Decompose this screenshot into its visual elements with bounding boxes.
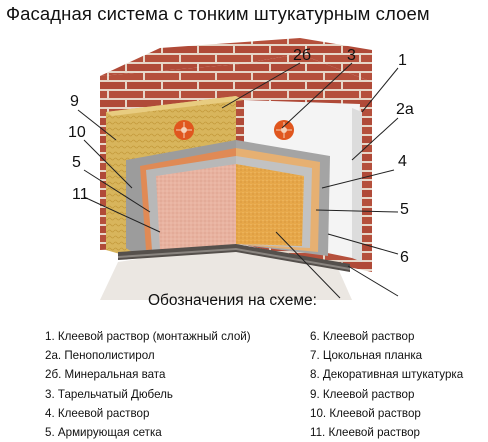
plinth-profile <box>118 244 350 272</box>
legend-list-left: 1. Клеевой раствор (монтажный слой) 2а. … <box>45 327 251 442</box>
decorative-plaster-right <box>236 164 304 246</box>
legend-item: 1. Клеевой раствор (монтажный слой) <box>45 330 251 343</box>
legend-item: 5. Армирующая сетка <box>45 425 162 439</box>
legend-item: 3. Тарельчатый Дюбель <box>45 387 173 401</box>
decorative-plaster-left <box>156 164 236 250</box>
callout-5-left: 5 <box>72 154 81 171</box>
legend-item: 8. Декоративная штукатурка <box>310 368 464 382</box>
callout-6: 6 <box>400 249 409 266</box>
diagram-title: Фасадная система с тонким штукатурным сл… <box>6 3 430 24</box>
callout-5-right: 5 <box>400 201 409 218</box>
callout-10: 10 <box>68 124 86 141</box>
callout-2a: 2а <box>396 101 414 118</box>
legend-item: 9. Клеевой раствор <box>310 387 415 401</box>
legend-item: 2а. Пенополистирол <box>45 349 155 363</box>
legend-item: 4. Клеевой раствор <box>45 406 150 420</box>
callout-7: 7 <box>400 299 409 300</box>
callout-1: 1 <box>398 52 407 69</box>
legend-list-right: 6. Клеевой раствор 7. Цокольная планка 8… <box>310 327 463 442</box>
legend-item: 6. Клеевой раствор <box>310 330 415 343</box>
brick-wall-top-right <box>300 38 372 82</box>
callout-3: 3 <box>347 47 356 64</box>
polystyrene-side <box>352 108 362 262</box>
legend-item: 2б. Минеральная вата <box>45 368 166 382</box>
leader-lines <box>77 62 399 299</box>
legend-item: 10. Клеевой раствор <box>310 406 421 420</box>
brick-wall-top-left <box>100 38 300 76</box>
legend-heading: Обозначения на схеме: <box>148 292 317 309</box>
callout-2b: 2б <box>293 47 311 64</box>
callout-4: 4 <box>398 153 407 170</box>
callout-11: 11 <box>72 186 89 203</box>
callout-9: 9 <box>70 93 79 110</box>
legend-item: 11. Клеевой раствор <box>310 425 420 439</box>
facade-system-diagram: 2б 3 1 9 2а 10 4 5 5 11 6 8 7 <box>68 38 414 300</box>
legend-item: 7. Цокольная планка <box>310 349 423 363</box>
mineral-wool-top-edge <box>106 96 244 116</box>
